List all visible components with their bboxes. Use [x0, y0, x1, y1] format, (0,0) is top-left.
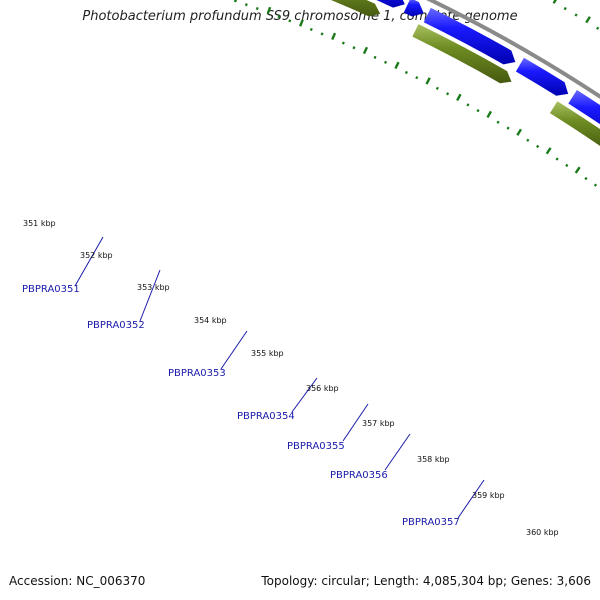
inner-tick [593, 183, 598, 187]
scale-tick-label: 358 kbp [417, 455, 450, 464]
scale-tick-label: 359 kbp [472, 491, 505, 500]
reverse-gene-2 [412, 24, 512, 84]
reverse-strand-genes [330, 0, 600, 146]
gene-label[interactable]: PBPRA0351 [22, 284, 80, 295]
outer-tick [552, 0, 557, 4]
inner-tick [233, 0, 237, 3]
inner-tick [476, 108, 480, 113]
scale-tick-label: 356 kbp [306, 384, 339, 393]
scale-tick-label: 355 kbp [251, 349, 284, 358]
topology-summary: Topology: circular; Length: 4,085,304 bp… [261, 574, 591, 588]
gene-label[interactable]: PBPRA0353 [168, 368, 226, 379]
inner-tick [415, 76, 419, 80]
gene-label[interactable]: PBPRA0356 [330, 470, 388, 481]
gene-labels: PBPRA0351PBPRA0352PBPRA0353PBPRA0354PBPR… [22, 284, 460, 528]
inner-tick [466, 103, 470, 107]
reverse-gene-3 [549, 101, 600, 146]
inner-tick [526, 138, 530, 142]
forward-gene-6 [568, 89, 600, 125]
inner-tick [516, 128, 523, 136]
gene-label[interactable]: PBPRA0357 [402, 517, 460, 528]
forward-gene-4 [423, 7, 516, 65]
gene-leader-line [457, 479, 485, 519]
gene-label-leaders [74, 236, 485, 519]
scale-tick-label: 352 kbp [80, 251, 113, 260]
inner-tick [394, 61, 400, 70]
inner-tick [496, 120, 500, 124]
inner-tick-ring [233, 0, 598, 187]
inner-tick [266, 6, 272, 15]
inner-tick [584, 176, 588, 181]
gene-leader-line [291, 377, 318, 413]
inner-tick [506, 126, 510, 130]
reverse-gene-1 [330, 0, 381, 17]
scale-tick-label: 354 kbp [194, 316, 227, 325]
scale-tick-label: 360 kbp [526, 528, 559, 537]
inner-tick [362, 46, 369, 55]
inner-tick [309, 27, 313, 32]
inner-tick [486, 110, 493, 119]
forward-gene-3 [403, 0, 424, 17]
backbone-arc [426, 0, 600, 100]
backbone-ring [426, 0, 600, 100]
inner-tick [320, 32, 324, 36]
inner-tick [299, 19, 304, 27]
inner-tick [446, 92, 450, 96]
scale-tick-label: 353 kbp [137, 283, 170, 292]
inner-tick [574, 166, 581, 174]
scale-tick-label: 357 kbp [362, 419, 395, 428]
forward-gene-2 [376, 0, 405, 8]
inner-tick [244, 3, 248, 7]
inner-tick [545, 147, 552, 155]
outer-tick-ring [552, 0, 600, 30]
inner-tick [555, 157, 559, 161]
inner-tick [456, 93, 462, 101]
gene-label[interactable]: PBPRA0352 [87, 320, 145, 331]
forward-strand-genes [376, 0, 600, 125]
gene-leader-line [139, 269, 161, 322]
gene-leader-line [220, 330, 248, 370]
forward-gene-5 [515, 57, 569, 96]
inner-tick [331, 32, 337, 41]
gene-label[interactable]: PBPRA0355 [287, 441, 345, 452]
gene-leader-line [74, 236, 104, 287]
accession-text: Accession: NC_006370 [9, 574, 146, 588]
inner-tick [384, 60, 388, 64]
inner-tick [565, 163, 569, 168]
scale-tick-label: 351 kbp [23, 219, 56, 228]
outer-tick [596, 26, 600, 30]
gene-leader-line [342, 403, 369, 442]
outer-tick [585, 16, 591, 24]
scale-tick-labels: 351 kbp 352 kbp 353 kbp 354 kbp 355 kbp 356 k… [23, 219, 559, 537]
gene-leader-line [384, 433, 411, 471]
inner-tick [288, 19, 292, 23]
inner-tick [536, 144, 540, 149]
inner-tick [341, 41, 345, 45]
outer-tick [574, 13, 578, 17]
inner-tick [352, 46, 356, 50]
inner-tick [404, 70, 408, 75]
inner-tick [255, 7, 259, 11]
inner-tick [425, 77, 431, 85]
outer-tick [563, 6, 567, 11]
inner-tick [435, 86, 439, 90]
inner-tick [373, 55, 377, 59]
inner-tick [277, 15, 281, 19]
gene-label[interactable]: PBPRA0354 [237, 411, 295, 422]
